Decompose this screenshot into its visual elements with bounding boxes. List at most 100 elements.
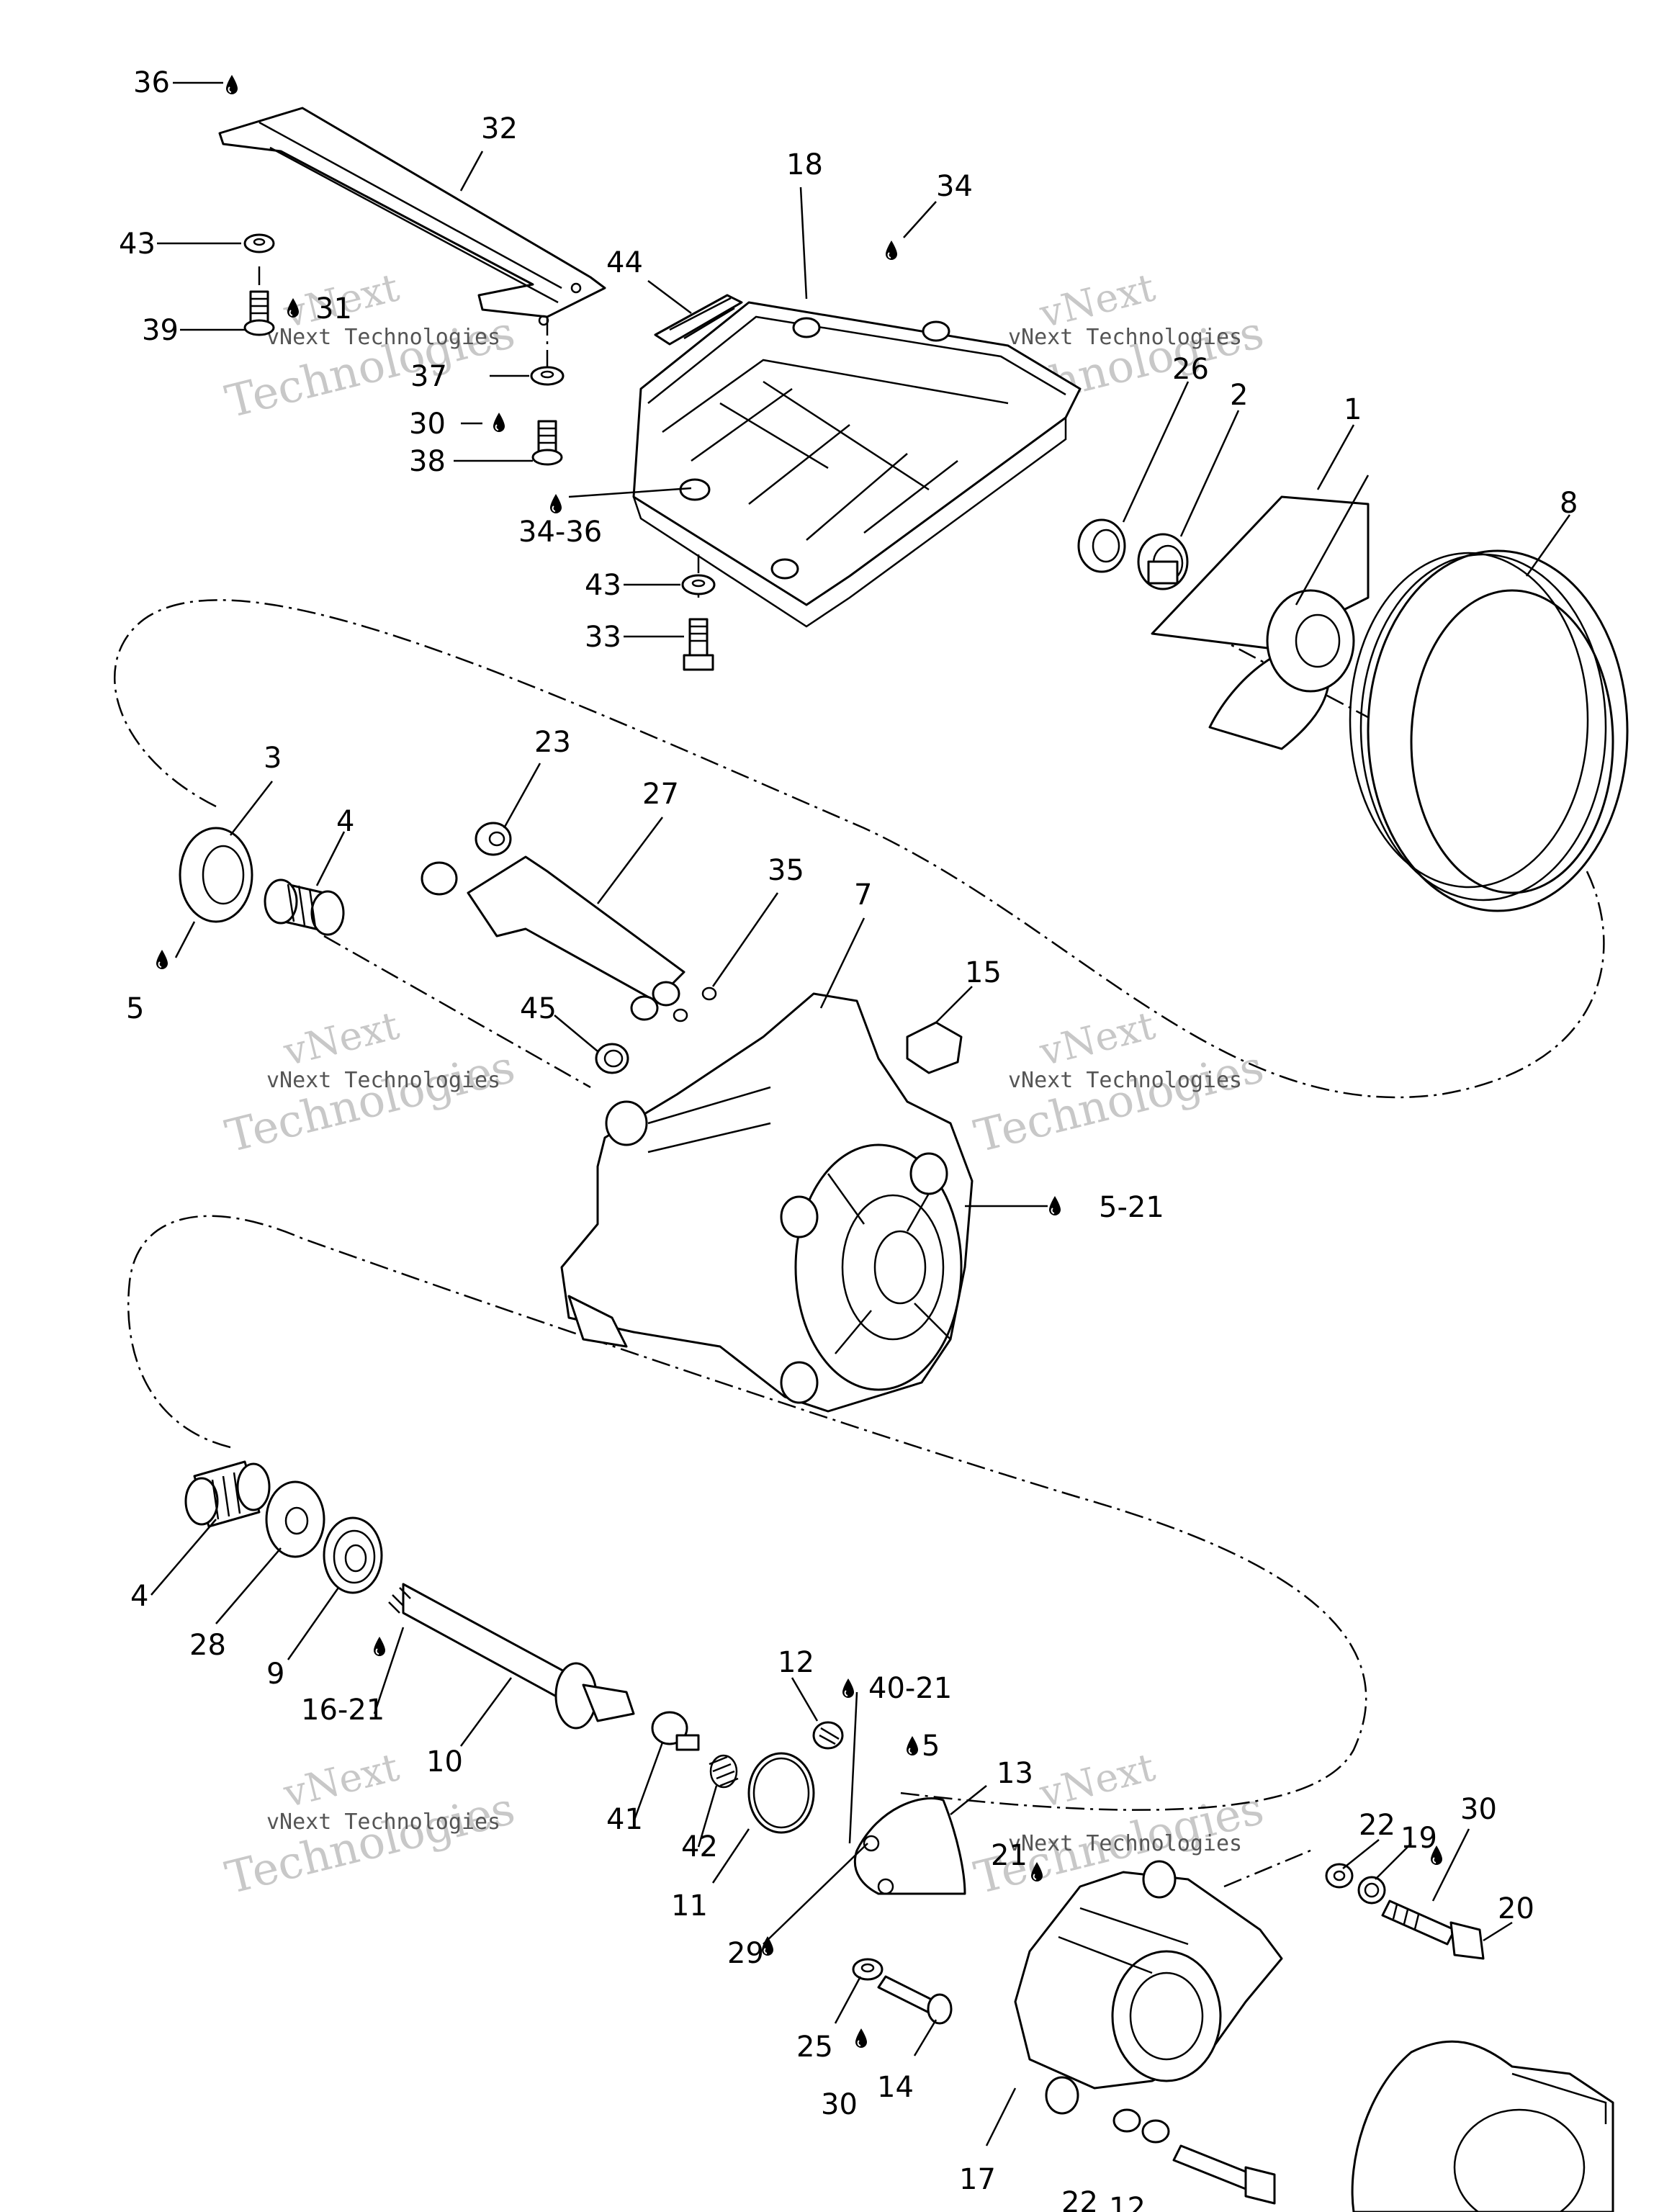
label-35: 35 — [768, 854, 804, 887]
screw-39 — [243, 290, 275, 336]
label-44: 44 — [606, 246, 643, 279]
label-23: 23 — [534, 726, 571, 759]
lubricant-drop-icon — [1048, 1195, 1061, 1216]
svg-text:vNext Technologies: vNext Technologies — [1008, 325, 1242, 350]
label-30-top: 30 — [409, 408, 446, 441]
thrust-washer-28 — [265, 1480, 325, 1558]
axis-line-shaft — [323, 935, 591, 1089]
label-39: 39 — [142, 314, 179, 347]
ride-plate-18 — [632, 301, 1082, 628]
lubricant-drop-icon — [373, 1636, 386, 1657]
washer-22-bottom — [1112, 2108, 1170, 2144]
bolt-bottom — [1172, 2144, 1276, 2205]
lubricant-drop-icon — [549, 493, 562, 514]
washer-43-top — [243, 233, 275, 253]
assembly-loop-lower — [127, 1215, 1367, 1811]
washer-19 — [1357, 1876, 1386, 1905]
plug-12 — [812, 1721, 844, 1750]
label-7: 7 — [854, 878, 872, 912]
label-22-top: 22 — [1359, 1809, 1395, 1842]
label-31: 31 — [315, 292, 352, 325]
label-5: 5 — [126, 992, 144, 1025]
label-43-mid: 43 — [585, 569, 621, 602]
nut-41 — [651, 1711, 700, 1751]
watermark-1: vNext Technologies vNext Technologies — [220, 264, 520, 428]
svg-text:Technologies: Technologies — [220, 1040, 520, 1162]
label-10: 10 — [426, 1745, 463, 1779]
drive-shaft-10 — [388, 1583, 635, 1730]
svg-text:vNext: vNext — [279, 1002, 404, 1075]
label-38: 38 — [409, 445, 446, 478]
label-15: 15 — [965, 956, 1002, 989]
label-9: 9 — [266, 1658, 284, 1691]
label-2: 2 — [1230, 379, 1248, 412]
needle-bearing-4-bottom — [184, 1460, 271, 1528]
label-5-21: 5-21 — [1099, 1191, 1164, 1224]
svg-text:vNext: vNext — [279, 1744, 404, 1817]
label-12-b: 12 — [1109, 2192, 1146, 2212]
lubricant-drop-icon — [885, 240, 898, 261]
svg-text:vNext: vNext — [1035, 1002, 1160, 1075]
washer-25 — [852, 1958, 884, 1981]
washer-22-top — [1325, 1863, 1354, 1889]
label-20: 20 — [1498, 1892, 1534, 1925]
label-13: 13 — [997, 1757, 1033, 1790]
label-33: 33 — [585, 621, 621, 654]
leader-lines — [150, 81, 1571, 2146]
callout-labels: 36 32 43 39 31 37 30 38 18 44 34 34-36 4… — [119, 66, 1578, 2212]
label-22-bottom: 22 — [1061, 2186, 1098, 2212]
lubricant-drop-icon — [842, 1678, 855, 1699]
bolt-20 — [1381, 1899, 1485, 1960]
lubricant-drop-icon — [906, 1735, 919, 1756]
axis-line-nozzle — [1223, 1849, 1311, 1888]
seal-3 — [179, 827, 253, 923]
label-40-21: 40-21 — [868, 1672, 952, 1705]
svg-text:vNext Technologies: vNext Technologies — [1008, 1068, 1242, 1093]
watermark-5: vNext Technologies vNext Technologies — [220, 1744, 520, 1904]
label-26: 26 — [1172, 353, 1209, 386]
label-34: 34 — [936, 170, 973, 203]
o-ring-11 — [747, 1752, 815, 1834]
label-41: 41 — [606, 1803, 643, 1836]
o-ring-35 — [673, 986, 717, 1022]
lubricant-drop-icon — [855, 2028, 868, 2049]
seal-26 — [1077, 518, 1126, 573]
label-12: 12 — [778, 1646, 814, 1679]
label-21: 21 — [991, 1839, 1028, 1872]
screw-33 — [683, 618, 714, 671]
label-17: 17 — [959, 2163, 996, 2196]
tube-27 — [467, 855, 685, 1021]
label-30-bottom: 30 — [821, 2088, 858, 2121]
wear-ring-8 — [1349, 549, 1629, 912]
impeller-1 — [1151, 475, 1370, 750]
label-29: 29 — [727, 1937, 764, 1970]
svg-text:vNext Technologies: vNext Technologies — [266, 325, 500, 350]
label-34-36: 34-36 — [518, 516, 602, 549]
nut-23 — [421, 822, 512, 896]
label-11: 11 — [671, 1889, 708, 1923]
label-28: 28 — [189, 1629, 226, 1662]
screw-14 — [877, 1975, 953, 2025]
plug-15 — [906, 1021, 963, 1074]
assembly-loop-upper — [113, 599, 1605, 1099]
grille-44 — [654, 294, 743, 346]
label-32: 32 — [481, 112, 518, 145]
svg-text:vNext Technologies: vNext Technologies — [266, 1809, 500, 1835]
washer-43-mid — [681, 574, 716, 595]
pump-housing-7 — [560, 992, 974, 1413]
watermark-3: vNext Technologies vNext Technologies — [220, 1002, 520, 1162]
ring-45 — [595, 1043, 629, 1074]
nozzle — [1351, 2040, 1614, 2212]
lubricant-drop-icon — [493, 412, 505, 433]
watermark-4: vNext Technologies vNext Technologies — [969, 1002, 1269, 1162]
svg-text:vNext Technologies: vNext Technologies — [266, 1068, 500, 1093]
label-42: 42 — [681, 1830, 718, 1863]
bushing-2 — [1137, 533, 1189, 590]
label-16-21: 16-21 — [301, 1694, 385, 1727]
label-8: 8 — [1560, 487, 1578, 520]
needle-bearing-4-top — [264, 878, 345, 936]
label-43-top: 43 — [119, 228, 156, 261]
svg-text:vNext Technologies: vNext Technologies — [1008, 1831, 1242, 1856]
label-18: 18 — [786, 148, 823, 181]
